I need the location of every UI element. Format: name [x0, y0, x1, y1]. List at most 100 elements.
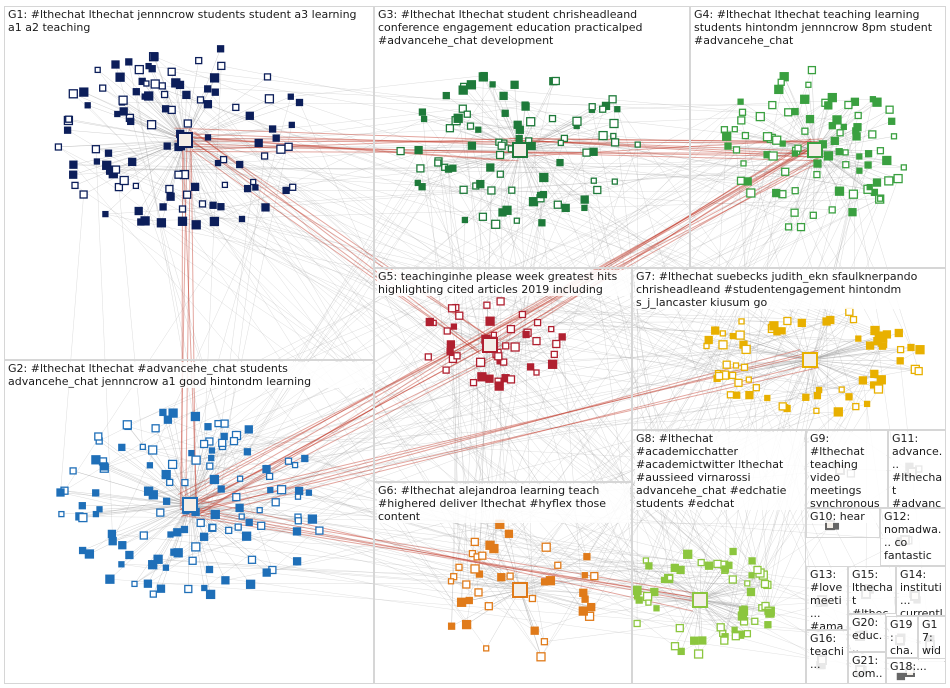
graph-node[interactable] [888, 117, 896, 125]
graph-node[interactable] [870, 325, 880, 336]
graph-node[interactable] [425, 317, 434, 327]
graph-node[interactable] [729, 547, 737, 556]
graph-node[interactable] [245, 579, 256, 589]
graph-node[interactable] [856, 167, 863, 174]
graph-node[interactable] [478, 212, 488, 221]
graph-node[interactable] [828, 206, 836, 214]
graph-node[interactable] [78, 512, 88, 523]
graph-node[interactable] [746, 188, 756, 198]
graph-node[interactable] [69, 467, 77, 475]
graph-node[interactable] [693, 649, 704, 659]
graph-node[interactable] [139, 531, 148, 540]
graph-node[interactable] [842, 149, 849, 156]
graph-node[interactable] [772, 188, 781, 198]
graph-node[interactable] [894, 328, 903, 338]
graph-node[interactable] [256, 507, 263, 514]
graph-node[interactable] [633, 593, 641, 600]
graph-node[interactable] [284, 457, 293, 465]
graph-node[interactable] [506, 324, 516, 334]
graph-node[interactable] [882, 155, 892, 166]
graph-node[interactable] [245, 111, 254, 120]
graph-node[interactable] [858, 376, 868, 385]
graph-node[interactable] [282, 186, 290, 195]
graph-node[interactable] [434, 159, 442, 167]
graph-node[interactable] [645, 599, 652, 606]
graph-node[interactable] [533, 369, 540, 376]
graph-node[interactable] [590, 177, 597, 184]
graph-node[interactable] [160, 90, 169, 99]
graph-node[interactable] [453, 113, 463, 123]
graph-node[interactable] [238, 513, 245, 520]
graph-node[interactable] [196, 518, 205, 528]
graph-node[interactable] [183, 119, 192, 128]
graph-node[interactable] [872, 178, 882, 187]
graph-node[interactable] [416, 164, 425, 173]
graph-node[interactable] [835, 148, 843, 156]
graph-node[interactable] [599, 105, 607, 113]
graph-node[interactable] [205, 565, 214, 574]
graph-node[interactable] [502, 342, 510, 350]
graph-node[interactable] [485, 316, 495, 326]
graph-node[interactable] [633, 619, 641, 628]
graph-node[interactable] [802, 393, 810, 401]
graph-node[interactable] [580, 195, 589, 204]
graph-node[interactable] [461, 619, 472, 630]
graph-node[interactable] [153, 554, 163, 564]
graph-node[interactable] [522, 330, 530, 339]
graph-node[interactable] [560, 134, 569, 143]
graph-node[interactable] [783, 316, 792, 326]
graph-node[interactable] [149, 590, 157, 598]
graph-node[interactable] [504, 529, 514, 538]
graph-node[interactable] [719, 330, 726, 337]
graph-node[interactable] [614, 106, 621, 113]
graph-node[interactable] [174, 170, 183, 179]
graph-node[interactable] [896, 345, 905, 354]
graph-node[interactable] [713, 559, 722, 569]
graph-node[interactable] [467, 141, 477, 150]
graph-node[interactable] [232, 492, 241, 502]
graph-node[interactable] [508, 186, 516, 194]
graph-node[interactable] [552, 339, 561, 349]
graph-node[interactable] [257, 521, 266, 530]
graph-node[interactable] [533, 318, 542, 327]
graph-node[interactable] [56, 488, 65, 497]
graph-node[interactable] [558, 333, 566, 341]
graph-node[interactable] [214, 419, 222, 428]
graph-node[interactable] [884, 176, 894, 186]
graph-node[interactable] [466, 80, 477, 90]
graph-node[interactable] [849, 315, 858, 324]
graph-node[interactable] [876, 375, 886, 385]
graph-node[interactable] [271, 498, 280, 507]
graph-node[interactable] [581, 572, 588, 579]
graph-node[interactable] [204, 85, 212, 93]
graph-node[interactable] [801, 127, 809, 135]
graph-node[interactable] [204, 423, 212, 431]
graph-node[interactable] [107, 529, 117, 539]
graph-node[interactable] [768, 100, 777, 110]
graph-node[interactable] [188, 449, 195, 457]
hub-node[interactable] [482, 337, 498, 353]
graph-node[interactable] [166, 478, 174, 487]
graph-node[interactable] [548, 114, 557, 123]
graph-node[interactable] [199, 532, 209, 541]
graph-node[interactable] [201, 584, 208, 592]
graph-node[interactable] [854, 111, 862, 120]
graph-node[interactable] [494, 381, 504, 391]
graph-node[interactable] [807, 65, 817, 75]
graph-node[interactable] [528, 594, 537, 603]
graph-node[interactable] [118, 541, 127, 550]
graph-node[interactable] [805, 81, 812, 88]
graph-node[interactable] [521, 102, 530, 111]
graph-node[interactable] [447, 578, 455, 585]
graph-node[interactable] [876, 195, 884, 202]
graph-node[interactable] [206, 462, 214, 470]
graph-node[interactable] [91, 455, 101, 465]
graph-node[interactable] [690, 636, 699, 645]
graph-node[interactable] [254, 138, 263, 148]
graph-node[interactable] [217, 485, 225, 493]
graph-node[interactable] [466, 122, 475, 130]
graph-node[interactable] [450, 323, 458, 330]
graph-node[interactable] [764, 621, 772, 629]
graph-node[interactable] [301, 454, 309, 463]
graph-node[interactable] [198, 200, 207, 208]
